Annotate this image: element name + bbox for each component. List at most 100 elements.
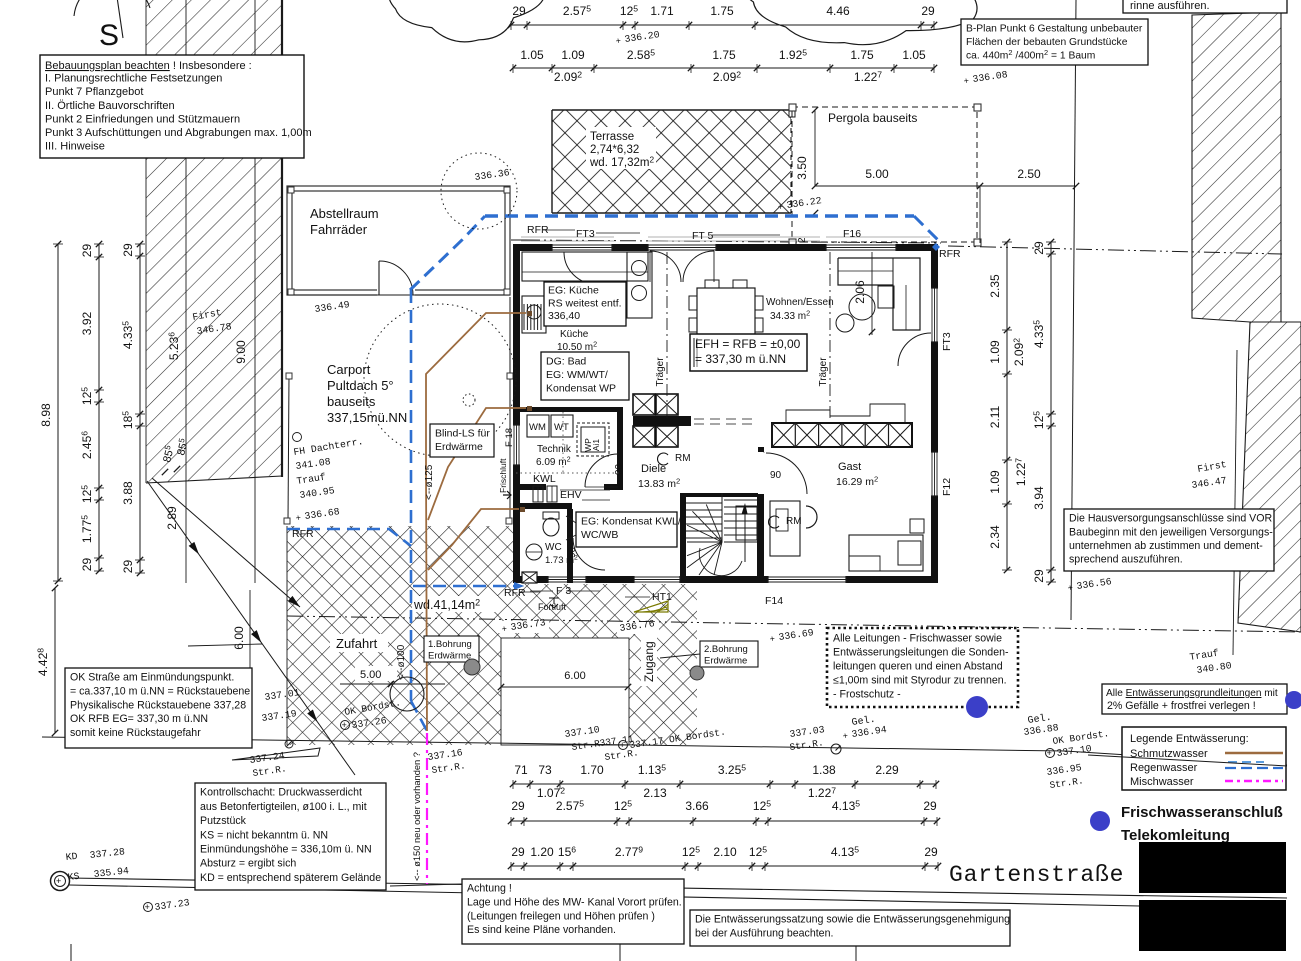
svg-text:Erdwärme: Erdwärme bbox=[704, 655, 747, 666]
svg-text:RFR: RFR bbox=[504, 587, 526, 599]
svg-text:2.35: 2.35 bbox=[988, 274, 1002, 298]
svg-text:Es sind keine Pläne vorhanden.: Es sind keine Pläne vorhanden. bbox=[467, 924, 616, 936]
svg-text:1.05: 1.05 bbox=[520, 48, 544, 62]
svg-text:Str.R.: Str.R. bbox=[789, 737, 824, 753]
svg-text:2.50: 2.50 bbox=[1017, 167, 1041, 181]
svg-text:EG: Kondensat KWL/: EG: Kondensat KWL/ bbox=[581, 516, 681, 528]
svg-text:KWL: KWL bbox=[533, 473, 556, 485]
svg-text:bauseits: bauseits bbox=[327, 394, 376, 409]
svg-text:4.46: 4.46 bbox=[826, 4, 850, 18]
svg-text:Kontrollschacht: Druckwasserdi: Kontrollschacht: Druckwasserdicht bbox=[200, 787, 362, 799]
svg-text:Trauf: Trauf bbox=[1189, 647, 1220, 662]
svg-text:90: 90 bbox=[614, 463, 625, 475]
svg-text:90: 90 bbox=[567, 546, 578, 558]
svg-text:KD: KD bbox=[65, 851, 78, 863]
svg-text:RFR: RFR bbox=[939, 248, 961, 260]
svg-text:EFH = RFB = ±0,00: EFH = RFB = ±0,00 bbox=[695, 337, 801, 351]
svg-text:= ca.337,10 m ü.NN = Rückstaue: = ca.337,10 m ü.NN = Rückstauebene bbox=[70, 685, 250, 697]
svg-text:29: 29 bbox=[80, 558, 94, 572]
svg-text:1.Bohrung: 1.Bohrung bbox=[428, 639, 472, 650]
svg-text:3.66: 3.66 bbox=[685, 799, 709, 813]
svg-text:4.135: 4.135 bbox=[832, 799, 860, 814]
svg-text:Legende Entwässerung:: Legende Entwässerung: bbox=[1130, 733, 1249, 745]
svg-text:Str.R.: Str.R. bbox=[571, 737, 606, 753]
svg-text:2.10: 2.10 bbox=[713, 845, 737, 859]
svg-text:WM: WM bbox=[529, 422, 546, 433]
svg-text:First: First bbox=[1197, 459, 1228, 475]
svg-text:9.00: 9.00 bbox=[234, 340, 248, 364]
svg-text:Fortluft: Fortluft bbox=[538, 602, 567, 612]
svg-text:4.335: 4.335 bbox=[121, 321, 136, 349]
svg-text:WC: WC bbox=[545, 542, 562, 553]
svg-text:wd. 17,32m2: wd. 17,32m2 bbox=[589, 156, 654, 170]
svg-text:Pergola bauseits: Pergola bauseits bbox=[828, 111, 917, 125]
svg-text:1.75: 1.75 bbox=[710, 4, 734, 18]
svg-text:Physikalische Rückstauebene 33: Physikalische Rückstauebene 337,28 bbox=[70, 699, 246, 711]
svg-text:F14: F14 bbox=[765, 595, 783, 607]
svg-text:Ai1: Ai1 bbox=[591, 439, 601, 452]
svg-text:+: + bbox=[501, 624, 508, 635]
svg-text:Diele: Diele bbox=[641, 463, 666, 475]
svg-text:336.94: 336.94 bbox=[851, 724, 888, 740]
svg-text:DG: Bad: DG: Bad bbox=[546, 356, 586, 368]
svg-text:29: 29 bbox=[121, 243, 135, 257]
svg-text:≤1,00m sind mit Styrodur zu tr: ≤1,00m sind mit Styrodur zu trennen. bbox=[833, 675, 1007, 687]
svg-text:+: + bbox=[342, 721, 347, 731]
svg-text:Str.R.: Str.R. bbox=[604, 747, 639, 763]
svg-text:Die Hausversorgungsanschlüsse: Die Hausversorgungsanschlüsse sind VOR bbox=[1069, 513, 1272, 525]
svg-text:FT3: FT3 bbox=[576, 228, 595, 240]
svg-text:KS: KS bbox=[67, 871, 80, 883]
svg-text:337.11: 337.11 bbox=[599, 733, 635, 749]
svg-text:EG: Küche: EG: Küche bbox=[548, 285, 599, 297]
svg-text:+: + bbox=[615, 36, 622, 47]
svg-text:Zugang: Zugang bbox=[642, 641, 656, 682]
svg-text:wd.41,14m2: wd.41,14m2 bbox=[413, 598, 480, 613]
svg-text:+: + bbox=[769, 634, 776, 645]
svg-text:+: + bbox=[1047, 749, 1052, 759]
svg-text:2.092: 2.092 bbox=[713, 70, 741, 85]
svg-text:337,15mü.NN: 337,15mü.NN bbox=[327, 410, 407, 425]
svg-text:337.19: 337.19 bbox=[261, 708, 298, 724]
svg-text:- Frostschutz -: - Frostschutz - bbox=[833, 689, 901, 701]
svg-text:Baubeginn mit den jeweiligen V: Baubeginn mit den jeweiligen Versorgungs… bbox=[1069, 526, 1273, 538]
svg-text:1.227: 1.227 bbox=[854, 70, 882, 85]
svg-text:+: + bbox=[842, 731, 849, 742]
svg-text:Erdwärme: Erdwärme bbox=[435, 441, 483, 453]
svg-text:335.94: 335.94 bbox=[93, 865, 129, 880]
svg-text:336.73: 336.73 bbox=[510, 617, 547, 633]
svg-text:2.575: 2.575 bbox=[563, 4, 591, 19]
svg-text:336.69: 336.69 bbox=[778, 627, 815, 643]
svg-text:F 18: F 18 bbox=[504, 428, 515, 447]
svg-text:337.03: 337.03 bbox=[789, 724, 826, 740]
svg-text:10.50 m2: 10.50 m2 bbox=[557, 340, 597, 354]
svg-text:+: + bbox=[56, 876, 61, 886]
svg-text:sprechend auszuführen.: sprechend auszuführen. bbox=[1069, 553, 1183, 565]
svg-text:29: 29 bbox=[511, 799, 525, 813]
svg-text:Träger: Träger bbox=[818, 357, 829, 387]
svg-text:4.135: 4.135 bbox=[831, 845, 859, 860]
svg-text:1.75: 1.75 bbox=[850, 48, 874, 62]
svg-text:4.335: 4.335 bbox=[1032, 320, 1047, 348]
svg-text:3.88: 3.88 bbox=[121, 481, 135, 505]
svg-text:F 3: F 3 bbox=[556, 585, 571, 597]
svg-text:2.06: 2.06 bbox=[853, 280, 867, 304]
svg-text:1.09: 1.09 bbox=[988, 340, 1002, 364]
svg-text:336.20: 336.20 bbox=[624, 29, 661, 45]
svg-text:Die Entwässerungssatzung sowie: Die Entwässerungssatzung sowie die Entwä… bbox=[695, 914, 1010, 926]
svg-text:RFR: RFR bbox=[292, 528, 314, 540]
svg-text:First: First bbox=[192, 307, 223, 323]
svg-text:2.11: 2.11 bbox=[988, 405, 1002, 428]
svg-text:1.38: 1.38 bbox=[812, 763, 836, 777]
svg-text:+: + bbox=[777, 202, 784, 213]
svg-text:Alle Entwässerungsgrundleitung: Alle Entwässerungsgrundleitungen mit bbox=[1106, 688, 1278, 699]
svg-text:2.779: 2.779 bbox=[615, 845, 643, 860]
svg-text:Bebauungsplan beachten ! Insbe: Bebauungsplan beachten ! Insbesondere : bbox=[45, 60, 252, 72]
svg-text:3.50: 3.50 bbox=[795, 156, 809, 180]
svg-text:RFR: RFR bbox=[527, 224, 549, 236]
svg-text:Technik: Technik bbox=[537, 444, 572, 455]
svg-text:OK RFB EG= 337,30 m ü.NN: OK RFB EG= 337,30 m ü.NN bbox=[70, 713, 208, 725]
svg-text:2,74*6,32: 2,74*6,32 bbox=[590, 144, 639, 156]
svg-text:Str.R.: Str.R. bbox=[252, 763, 287, 779]
svg-text:340.80: 340.80 bbox=[1196, 660, 1233, 676]
svg-text:1.75: 1.75 bbox=[712, 48, 736, 62]
